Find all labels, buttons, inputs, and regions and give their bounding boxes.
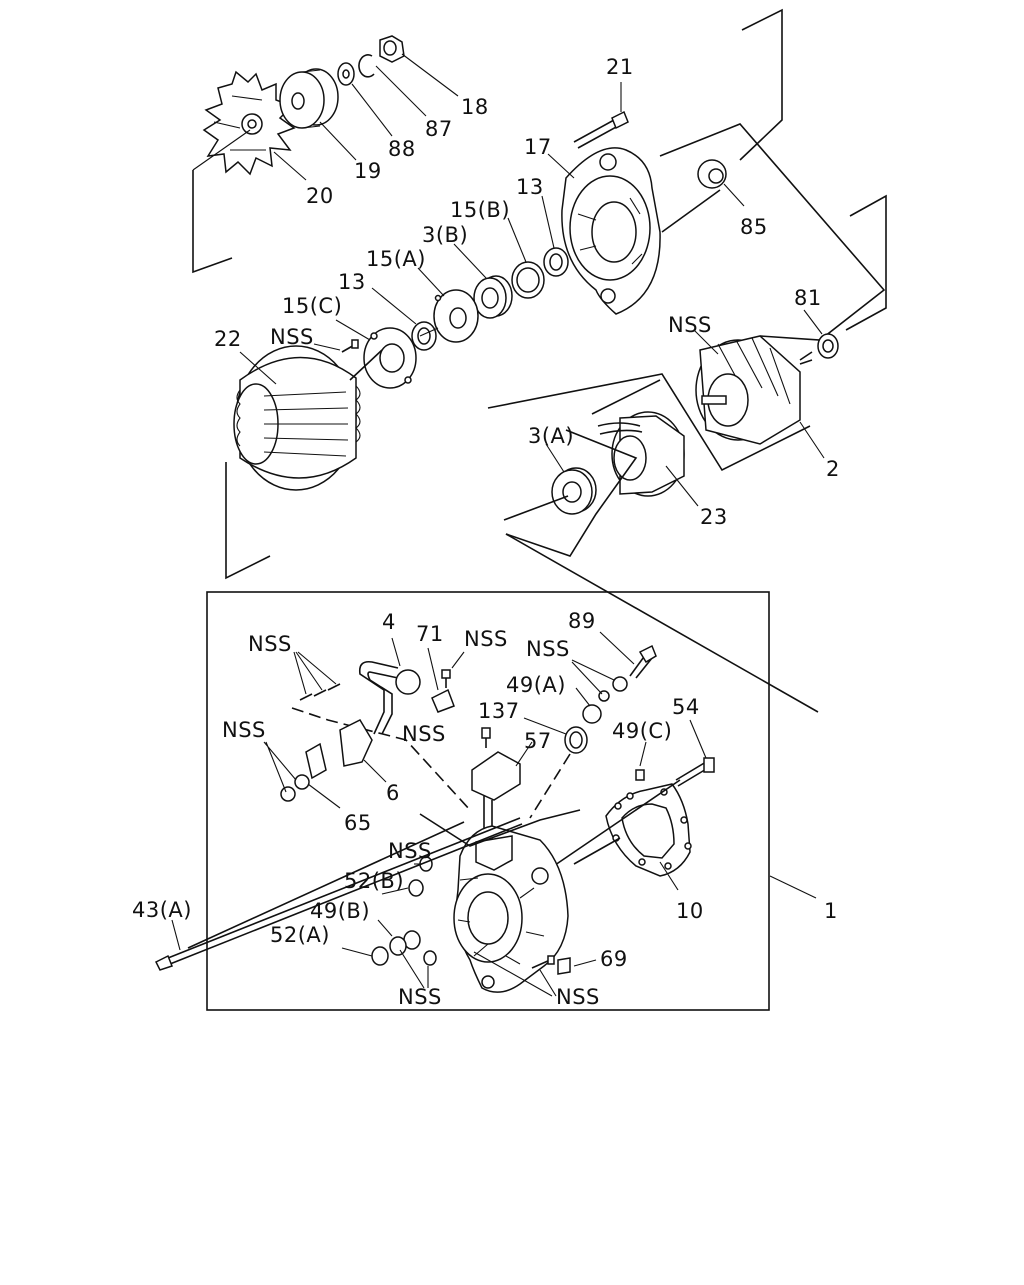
label-21: 21 xyxy=(606,55,634,79)
screw-nss xyxy=(341,339,359,353)
label-10: 10 xyxy=(676,899,704,923)
label-52a: 52(A) xyxy=(270,923,330,947)
label-69: 69 xyxy=(600,947,628,971)
front-bracket-17 xyxy=(561,147,661,315)
plug-52a xyxy=(371,946,389,966)
bolt-89 xyxy=(629,644,657,679)
label-nss-65: NSS xyxy=(222,718,266,742)
screw-54 xyxy=(675,757,715,787)
label-65: 65 xyxy=(344,811,372,835)
label-15c: 15(C) xyxy=(282,294,342,318)
plug-52b xyxy=(408,879,424,897)
slip-ring-coil-23 xyxy=(597,411,685,497)
ring-13a xyxy=(543,247,569,277)
label-1: 1 xyxy=(824,899,838,923)
bearing-85 xyxy=(697,159,727,189)
ring-13b xyxy=(411,321,437,351)
brush-holder-6 xyxy=(305,719,373,780)
plug-49b xyxy=(389,930,421,956)
plug-49a xyxy=(582,704,602,724)
label-52b: 52(B) xyxy=(344,869,404,893)
label-88: 88 xyxy=(388,137,416,161)
label-87: 87 xyxy=(425,117,453,141)
label-22: 22 xyxy=(214,327,242,351)
bolt-21 xyxy=(573,110,629,149)
screw-71 xyxy=(441,669,451,688)
bearing-3a xyxy=(551,467,597,515)
clip-69 xyxy=(557,957,571,975)
label-137: 137 xyxy=(478,699,520,723)
regulator-57 xyxy=(471,751,521,840)
label-2: 2 xyxy=(826,457,840,481)
label-85: 85 xyxy=(740,215,768,239)
label-43a: 43(A) xyxy=(132,898,192,922)
label-nss-89: NSS xyxy=(526,637,570,661)
label-nss-stator: NSS xyxy=(270,325,314,349)
label-nss-bottom-right: NSS xyxy=(556,985,600,1009)
lock-washer-87 xyxy=(358,54,375,78)
rectifier-10 xyxy=(605,783,692,877)
label-6: 6 xyxy=(386,781,400,805)
terminal-4 xyxy=(358,660,421,735)
label-nss-rotor: NSS xyxy=(668,313,712,337)
label-18: 18 xyxy=(461,95,489,119)
label-nss-top-left: NSS xyxy=(248,632,292,656)
label-13-upper: 13 xyxy=(516,175,544,199)
label-4: 4 xyxy=(382,610,396,634)
label-19: 19 xyxy=(354,159,382,183)
label-23: 23 xyxy=(700,505,728,529)
pulley-part xyxy=(279,68,339,129)
retainer-15c xyxy=(363,327,417,389)
label-49c: 49(C) xyxy=(612,719,672,743)
ring-15b xyxy=(511,261,545,299)
rotor-part xyxy=(695,335,813,445)
label-71: 71 xyxy=(416,622,444,646)
label-49a: 49(A) xyxy=(506,673,566,697)
screw-nss-69 xyxy=(531,955,555,969)
seal-137 xyxy=(564,726,588,754)
label-17: 17 xyxy=(524,135,552,159)
label-20: 20 xyxy=(306,184,334,208)
clip-71 xyxy=(431,688,455,713)
label-3a: 3(A) xyxy=(528,424,574,448)
plug-nss-low xyxy=(423,950,437,966)
bearing-81 xyxy=(817,333,839,359)
label-nss-mid: NSS xyxy=(388,839,432,863)
screw-137 xyxy=(481,727,491,748)
washer-88 xyxy=(337,62,355,86)
nut-18 xyxy=(379,35,405,63)
label-15b: 15(B) xyxy=(450,198,510,222)
ring-65 xyxy=(280,774,310,802)
label-nss-137: NSS xyxy=(402,722,446,746)
plug-49c xyxy=(635,769,645,781)
label-13-lower: 13 xyxy=(338,270,366,294)
label-54: 54 xyxy=(672,695,700,719)
label-81: 81 xyxy=(794,286,822,310)
rear-group-box xyxy=(206,591,770,1011)
fan-part xyxy=(202,70,296,176)
label-15a: 15(A) xyxy=(366,247,426,271)
label-89: 89 xyxy=(568,609,596,633)
label-nss-71: NSS xyxy=(464,627,508,651)
pins-nss xyxy=(299,683,341,701)
label-49b: 49(B) xyxy=(310,899,370,923)
rear-housing xyxy=(453,825,569,993)
label-3b: 3(B) xyxy=(422,223,468,247)
label-nss-bottom-left: NSS xyxy=(398,985,442,1009)
plate-15a xyxy=(433,289,479,343)
label-57: 57 xyxy=(524,729,552,753)
washers-nss xyxy=(598,676,628,702)
bearing-3b xyxy=(473,275,513,319)
stator-22 xyxy=(233,345,361,491)
